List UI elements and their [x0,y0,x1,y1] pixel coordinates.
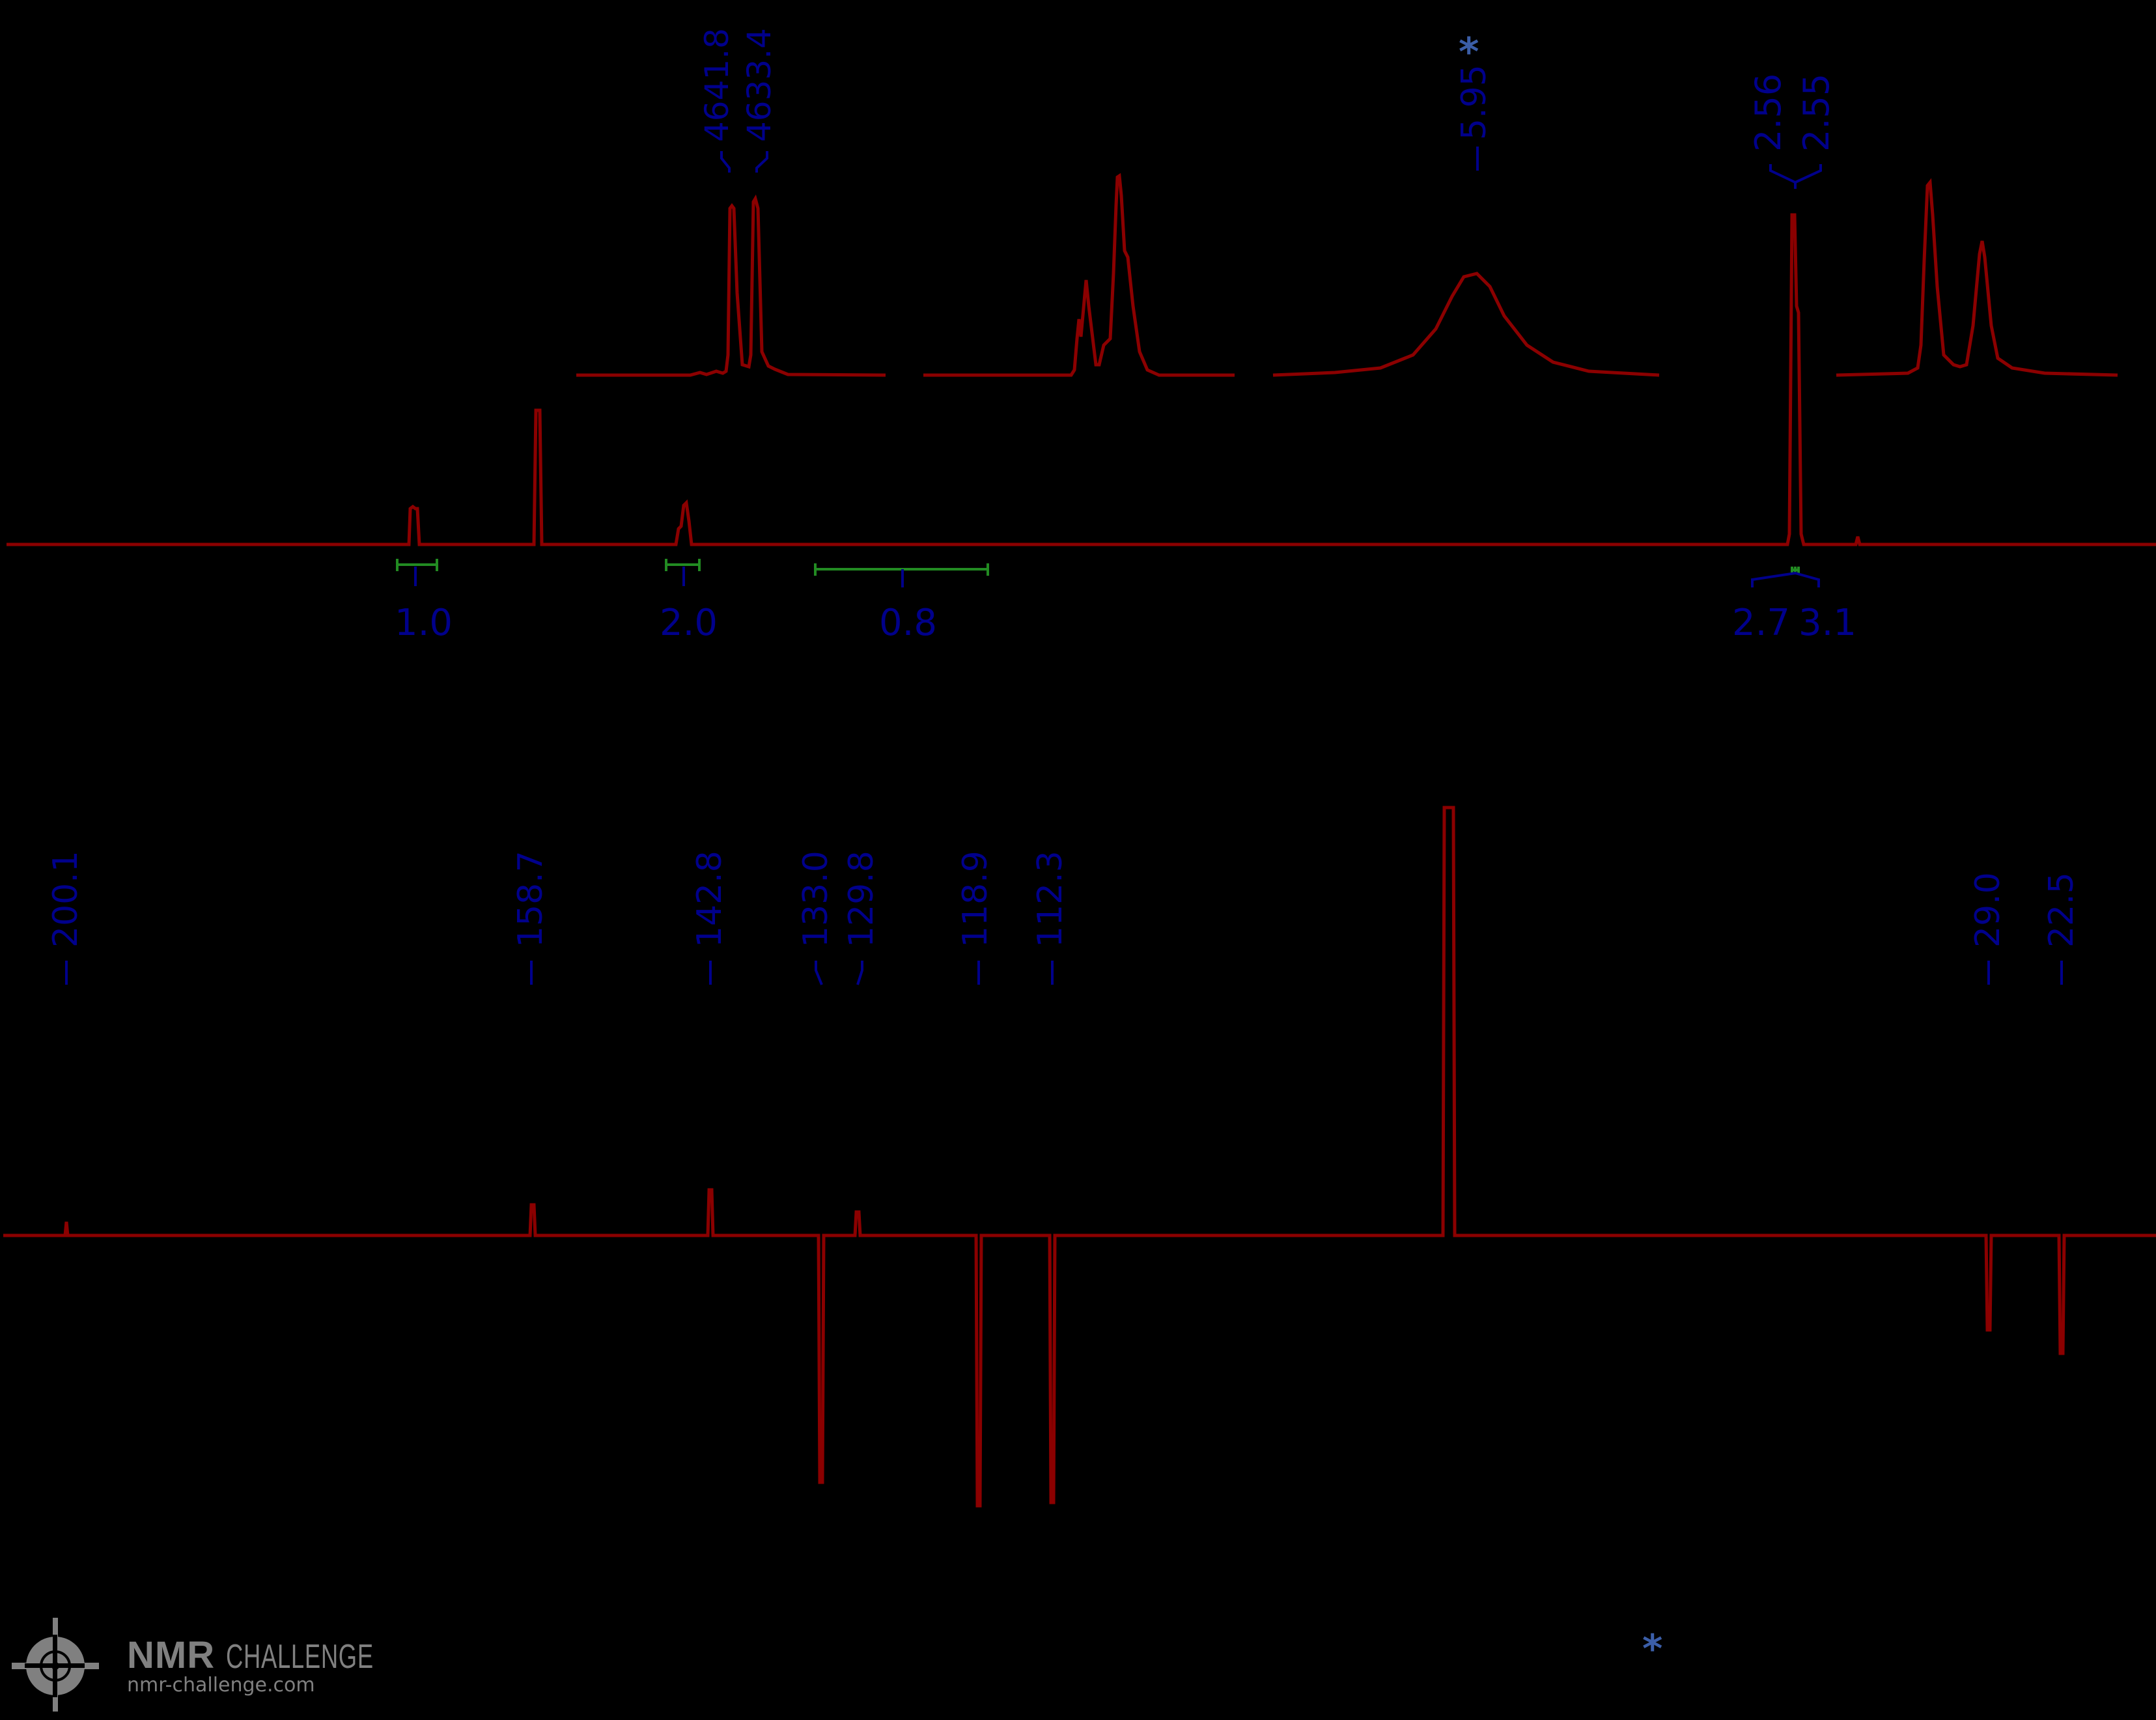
c13-peak-label-9: 22.5 [2042,872,2081,948]
h1-peak-ticks-doublet [720,151,768,173]
c13-baseline-trace [3,806,2156,1508]
h1-peak-label-hz-1: 4641.8 [698,28,736,142]
c13-peak-label-6: 118.9 [956,851,995,948]
c13-spectrum [3,806,2156,1508]
h1-peak-label-hz-2: 4633.4 [740,28,778,142]
integral-value-1: 1.0 [395,602,453,644]
crosshair-logo-icon [12,1618,99,1712]
h1-solvent-star: * [1459,29,1479,75]
c13-peak-label-8: 29.0 [1968,872,2008,948]
h1-inset-doublet [576,194,886,377]
c13-peak-label-2: 158.7 [511,851,550,948]
integral-bar-1 [396,559,438,571]
h1-peak-label-ppm-2: 2.55 [1796,74,1837,152]
c13-solvent-star: * [1642,1626,1662,1672]
h1-peak-ticks-methyl [1769,164,1822,189]
integral-bar-2 [665,559,701,571]
h1-inset-methyl [1836,178,2118,377]
c13-peak-label-5: 129.8 [842,851,881,948]
logo-brand-nmr: NMR [127,1634,216,1676]
logo-brand-challenge: CHALLENGE [226,1638,374,1676]
logo-brand: NMR CHALLENGE [127,1633,437,1677]
h1-inset-broad [1272,272,1660,377]
integral-bar-4 [1791,567,1800,573]
c13-peak-labels: 200.1 158.7 142.8 133.0 129.8 118.9 112.… [46,851,2081,985]
h1-inset-multiplet [923,173,1235,377]
nmr-challenge-logo: NMR CHALLENGE nmr-challenge.com [0,1602,373,1720]
integral-bracket [1751,571,1820,587]
c13-peak-label-7: 112.3 [1031,851,1070,948]
h1-peak-label-ppm-1: 2.56 [1748,74,1789,152]
c13-peak-ticks [65,961,2063,985]
integral-value-5: 3.1 [1799,602,1856,644]
h1-integral-values: 1.0 2.0 0.8 2.7 3.1 [395,602,1856,644]
logo-url: nmr-challenge.com [127,1674,315,1697]
c13-peak-label-4: 133.0 [796,851,835,948]
h1-baseline-trace [7,213,2156,546]
h1-peak-labels: 4641.8 4633.4 5.95 * 2.56 2.55 [698,28,1837,189]
integral-value-4: 2.7 [1732,602,1790,644]
h1-solvent-peak-label: 5.95 [1455,64,1494,140]
integral-value-3: 0.8 [879,602,937,644]
c13-peak-label-1: 200.1 [46,851,85,948]
h1-spectrum [7,173,2156,546]
c13-peak-label-3: 142.8 [690,851,729,948]
h1-integrals [396,559,1820,587]
integral-value-2: 2.0 [660,602,718,644]
